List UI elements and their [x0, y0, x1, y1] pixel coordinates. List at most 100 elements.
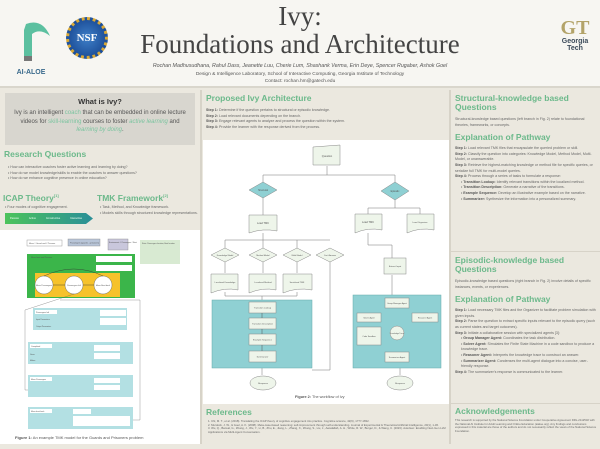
step-label: Step 1:: [455, 146, 467, 151]
bullet-text: Coordinates the task distribution.: [502, 336, 556, 341]
icap-list: Four modes of cognitive engagement.: [5, 205, 100, 211]
node-label: Move Boat back: [96, 284, 110, 287]
tmk-model-diagram: Move # Guard and # Prisoner Passengers (…: [24, 238, 180, 429]
legend-text: State: Passengers location; Boat locatio…: [142, 242, 175, 245]
model-label: Method Model: [256, 254, 270, 257]
method-label: Passengers left: [36, 311, 50, 314]
episodic-desc: Episodic-knowledge based questions (righ…: [455, 279, 591, 289]
method-box: Passengers left Input Parameters Output …: [33, 308, 127, 330]
lightbulb-icon: [24, 22, 50, 61]
research-questions-title: Research Questions: [4, 149, 87, 159]
episodic-decision: [380, 181, 410, 201]
step-label: Step 4:: [206, 124, 218, 129]
highlight-skill-learning: skill-learning: [48, 118, 82, 125]
model-decision: [315, 247, 345, 263]
icap-ref: [1]: [53, 193, 59, 198]
question-label: Question: [322, 154, 333, 158]
structural-decision: [248, 181, 278, 199]
text: courses to foster: [81, 118, 130, 125]
caption-label: Figure 2:: [295, 395, 312, 399]
what-is-ivy-title: What is Ivy?: [78, 97, 122, 106]
row-label: Output Parameters: [36, 325, 51, 328]
list-item: Four modes of cognitive engagement.: [5, 205, 100, 211]
pipeline-label: Summarizer: [257, 356, 269, 359]
figure2-caption: Figure 2: The workflow of Ivy: [295, 395, 345, 399]
bullet-label: Group Manager Agent:: [463, 336, 503, 341]
bullet-text: Generate a narrative of the transitions.: [502, 185, 565, 190]
label-text: Environment: # Passengers # Boat: [109, 241, 137, 244]
structural-steps: Step 1: Load relevant TMK files that enc…: [455, 146, 597, 202]
contact: Contact: rochan.hm@gatech.edu: [264, 79, 336, 84]
tmk-list: Task, Method, and Knowledge framework. M…: [100, 205, 198, 216]
architecture-title: Proposed Ivy Architecture: [206, 93, 312, 103]
acknowledgements-section: Acknowledgements This research is suppor…: [455, 407, 597, 433]
model-label: Knowledge Model: [217, 255, 234, 257]
step: Step 4: Process through a series of task…: [455, 174, 597, 180]
bullet-text: Interprets the knowledge trace to constr…: [491, 352, 580, 357]
pipeline-label: Example Sequence: [253, 340, 273, 342]
column-divider-right: [449, 90, 451, 444]
step-text: The summarizer's response is communicate…: [466, 369, 564, 374]
response-label: Response: [258, 383, 269, 385]
step: Step 3: Retrieve the highest-matching kn…: [455, 163, 597, 174]
mode-active: Active: [28, 217, 36, 220]
method-box: Move Passengers: [28, 375, 133, 397]
knowledge-trace-label: Knowledge Trace: [390, 333, 404, 335]
doc-label: Localized Knowledge: [215, 282, 236, 284]
what-is-ivy-box: What is Ivy? Ivy is an intelligent coach…: [5, 93, 195, 145]
bullet-label: Example Sequence:: [463, 190, 498, 195]
acknowledgements-text: This research is supported by the Nation…: [455, 418, 597, 433]
doc-label: Localized Method: [254, 281, 272, 284]
aialoe-logo-text: AI-ALOE: [16, 69, 46, 76]
highlight-active-learning: active learning: [129, 118, 168, 125]
doc-node: [282, 273, 313, 294]
step-text: Classify the question into categories: K…: [455, 151, 592, 162]
poster-header: AI-ALOE NSF Ivy: Foundations and Archite…: [0, 0, 600, 88]
agent-node: [384, 297, 410, 309]
pipeline-step: [248, 350, 277, 363]
structural-title: Structural-knowledge based Questions: [455, 93, 569, 112]
mode-passive: Passive: [9, 217, 20, 220]
step: Step 1: Determine if the question pertai…: [206, 108, 446, 114]
step-text: Retrieve the highest-matching knowledge …: [455, 162, 593, 173]
list-item: Reasoner Agent: Interprets the knowledge…: [461, 353, 597, 359]
model-decision: [248, 247, 278, 263]
model-decision: [210, 247, 240, 263]
structural-desc: Structural-knowledge based questions (le…: [455, 117, 585, 127]
step-text: Engage relevant agents to analyze and pr…: [217, 119, 346, 124]
highlight-coach: coach: [64, 110, 81, 116]
load-tmk-left: [248, 214, 278, 234]
agent-node: [384, 351, 410, 363]
figure1-panel: Move # Guard and # Prisoner Passengers (…: [0, 230, 200, 444]
step: Step 1: Load necessary TMK files and the…: [455, 308, 597, 319]
model-label: Multi Model: [292, 254, 303, 257]
column-divider-left: [200, 90, 202, 444]
list-item: Group Manager Agent: Coordinates the tas…: [461, 336, 597, 342]
doc-node: [248, 273, 277, 294]
poster-title-line1: Ivy:: [278, 1, 322, 31]
load-tmk-label: Load TMK: [362, 220, 374, 224]
model-label: Can't Answer: [324, 254, 336, 257]
step-text: Parse the question to extract specific i…: [455, 319, 596, 329]
knowledge-trace-node: [389, 325, 405, 341]
label-box: [67, 238, 101, 247]
step-label: Step 3:: [455, 330, 467, 335]
text: and: [167, 118, 180, 125]
episodic-label: Episodic: [391, 191, 401, 193]
step: Step 3: Engage relevant agents to analyz…: [206, 119, 446, 125]
list-item: Solver Agent: Simulates the Finite State…: [461, 342, 597, 353]
pipeline-label: Transition Description: [252, 323, 274, 326]
structural-section: Structural-knowledge based Questions Str…: [455, 94, 597, 202]
affiliation: Design & Intelligence Laboratory, School…: [195, 72, 405, 77]
reference-item: 3. Wu, Q., Bansal, G., Zhang, J., Wu, Y.…: [208, 426, 446, 434]
node-label: Move Passengers: [36, 285, 52, 287]
list-item: Transition Description: Generate a narra…: [461, 185, 597, 191]
pipeline-step: [248, 301, 277, 314]
step: Step 1: Load relevant TMK files that enc…: [455, 146, 597, 152]
references-list: 1. Chi, M. T., et al. (2018). Translatin…: [208, 419, 446, 434]
question-node: [312, 144, 341, 166]
list-item: Summarizer Agent: Condenses the multi-ag…: [461, 359, 597, 370]
text: .: [122, 127, 124, 133]
caption-text: An example TMK model for the Guards and …: [31, 435, 144, 440]
episodic-pathway-title: Explanation of Pathway: [455, 294, 551, 305]
